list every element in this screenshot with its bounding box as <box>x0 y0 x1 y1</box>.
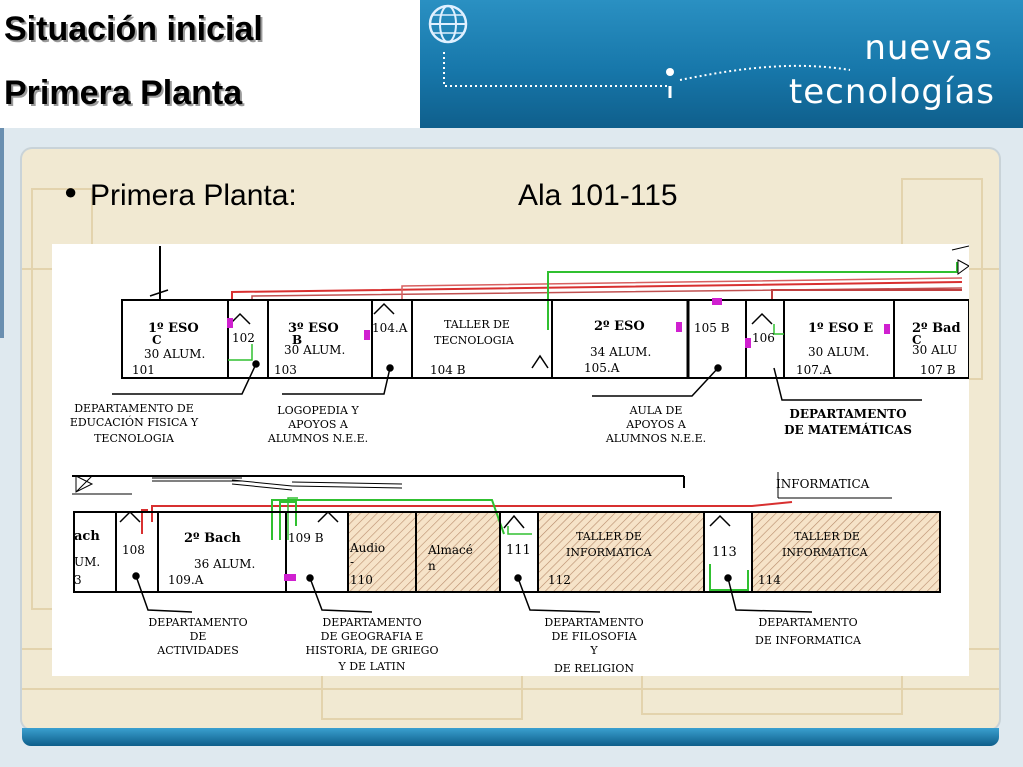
label-dept-filosofia-3: Y <box>589 644 598 657</box>
room-103-students: 30 ALUM. <box>284 343 345 357</box>
room-107b-students: 30 ALU <box>912 343 957 357</box>
header-bar: Situación inicial Primera Planta nuevas … <box>0 0 1023 128</box>
room-105a-number: 105.A <box>584 361 620 375</box>
room-107b-cont-name: ach <box>74 529 100 544</box>
room-107a-students: 30 ALUM. <box>808 345 869 359</box>
room-107b-cont-students: UM. <box>74 555 100 569</box>
room-101-students: 30 ALUM. <box>144 347 205 361</box>
room-101-number: 101 <box>132 363 155 377</box>
room-109a-number: 109.A <box>168 573 204 587</box>
room-110-sub: - <box>350 555 354 569</box>
room-109a-students: 36 ALUM. <box>194 557 255 571</box>
label-dept-matematicas-2: DE MATEMÁTICAS <box>784 422 912 437</box>
room-105a-name: 2º ESO <box>594 319 645 334</box>
footer-bar <box>22 728 999 746</box>
bullet-label: Primera Planta: <box>90 179 297 212</box>
room-107b-number: 107 B <box>920 363 956 377</box>
room-110-name: Audio <box>349 541 385 555</box>
room-112-name: TALLER DE <box>576 530 642 543</box>
bullet-item: ● Primera Planta: Ala 101-115 <box>64 179 678 213</box>
brand-line-2: tecnologías <box>788 72 995 112</box>
bullet-icon: ● <box>64 179 78 204</box>
label-dept-geografia-1: DEPARTAMENTO <box>322 616 421 629</box>
room-114-number: 114 <box>758 573 781 587</box>
floor-plan: 1º ESO C 30 ALUM. 101 102 3º ESO B 30 AL… <box>52 244 969 676</box>
room-108-number: 108 <box>122 543 145 557</box>
left-edge-mark <box>0 128 4 338</box>
room-104b-number: 104 B <box>430 363 466 377</box>
room-114-name: TALLER DE <box>794 530 860 543</box>
room-104b-name: TALLER DE <box>444 318 510 331</box>
room-101-sub: C <box>152 333 162 347</box>
top-wing <box>121 245 969 379</box>
room-102-number: 102 <box>232 331 255 345</box>
label-dept-educacion-fisica-1: DEPARTAMENTO DE <box>74 402 194 415</box>
room-103-number: 103 <box>274 363 297 377</box>
label-logopedia-1: LOGOPEDIA Y <box>277 404 359 417</box>
dotted-connector-decoration <box>443 52 851 98</box>
label-dept-educacion-fisica-2: EDUCACIÓN FISICA Y <box>70 415 199 429</box>
page-title: Situación inicial <box>4 10 263 48</box>
room-112-number: 112 <box>548 573 571 587</box>
room-107b-cont-number: 3 <box>74 573 82 587</box>
plan-background <box>52 244 969 676</box>
room-101-name: 1º ESO <box>148 321 199 336</box>
room-109b-number: 109 B <box>288 531 324 545</box>
room-111-number: 111 <box>506 543 531 558</box>
label-logopedia-2: APOYOS A <box>287 418 349 431</box>
globe-icon <box>428 4 468 44</box>
label-aula-apoyos-3: ALUMNOS N.E.E. <box>605 432 706 445</box>
label-dept-filosofia-4: DE RELIGION <box>554 662 634 675</box>
label-dept-actividades-1: DEPARTAMENTO <box>148 616 247 629</box>
room-107b-sub: C <box>912 333 922 347</box>
bottom-top-label: INFORMATICA <box>776 477 870 491</box>
label-dept-filosofia-1: DEPARTAMENTO <box>544 616 643 629</box>
bottom-wing <box>72 472 941 593</box>
room-109a-name: 2º Bach <box>184 531 241 546</box>
room-105a-students: 34 ALUM. <box>590 345 651 359</box>
room-107a-name: 1º ESO E <box>808 321 873 336</box>
room-110-number: 110 <box>350 573 373 587</box>
label-logopedia-3: ALUMNOS N.E.E. <box>267 432 368 445</box>
label-dept-actividades-2: DE <box>190 630 207 643</box>
title-box: Situación inicial Primera Planta <box>0 0 420 128</box>
room-107a-number: 107.A <box>796 363 832 377</box>
room-112-sub: INFORMATICA <box>566 546 653 559</box>
bullet-value: Ala 101-115 <box>518 179 678 212</box>
label-dept-informatica-2: DE INFORMATICA <box>755 634 862 647</box>
room-103-sub: B <box>292 333 302 347</box>
room-104b-sub: TECNOLOGIA <box>434 334 515 347</box>
room-113-number: 113 <box>712 545 737 560</box>
room-103-name: 3º ESO <box>288 321 339 336</box>
label-dept-educacion-fisica-3: TECNOLOGIA <box>94 432 175 445</box>
room-104a-number: 104.A <box>372 321 408 335</box>
brand-line-1: nuevas <box>864 28 993 68</box>
page-subtitle: Primera Planta <box>4 74 243 112</box>
label-dept-informatica-1: DEPARTAMENTO <box>758 616 857 629</box>
room-almacen-sub: n <box>428 559 436 573</box>
label-dept-actividades-3: ACTIVIDADES <box>156 644 238 657</box>
room-114-sub: INFORMATICA <box>782 546 869 559</box>
label-dept-filosofia-2: DE FILOSOFIA <box>551 630 637 643</box>
label-dept-matematicas-1: DEPARTAMENTO <box>789 407 906 421</box>
room-almacen-name: Almacé <box>427 543 473 557</box>
room-105b-number: 105 B <box>694 321 730 335</box>
label-aula-apoyos-1: AULA DE <box>629 404 683 417</box>
room-107b-name: 2º Bad <box>912 321 961 336</box>
room-106-number: 106 <box>752 331 775 345</box>
label-dept-geografia-2: DE GEOGRAFIA E <box>321 630 424 643</box>
label-aula-apoyos-2: APOYOS A <box>625 418 687 431</box>
label-dept-geografia-3: HISTORIA, DE GRIEGO <box>306 644 439 657</box>
label-dept-geografia-4: Y DE LATIN <box>337 660 405 673</box>
